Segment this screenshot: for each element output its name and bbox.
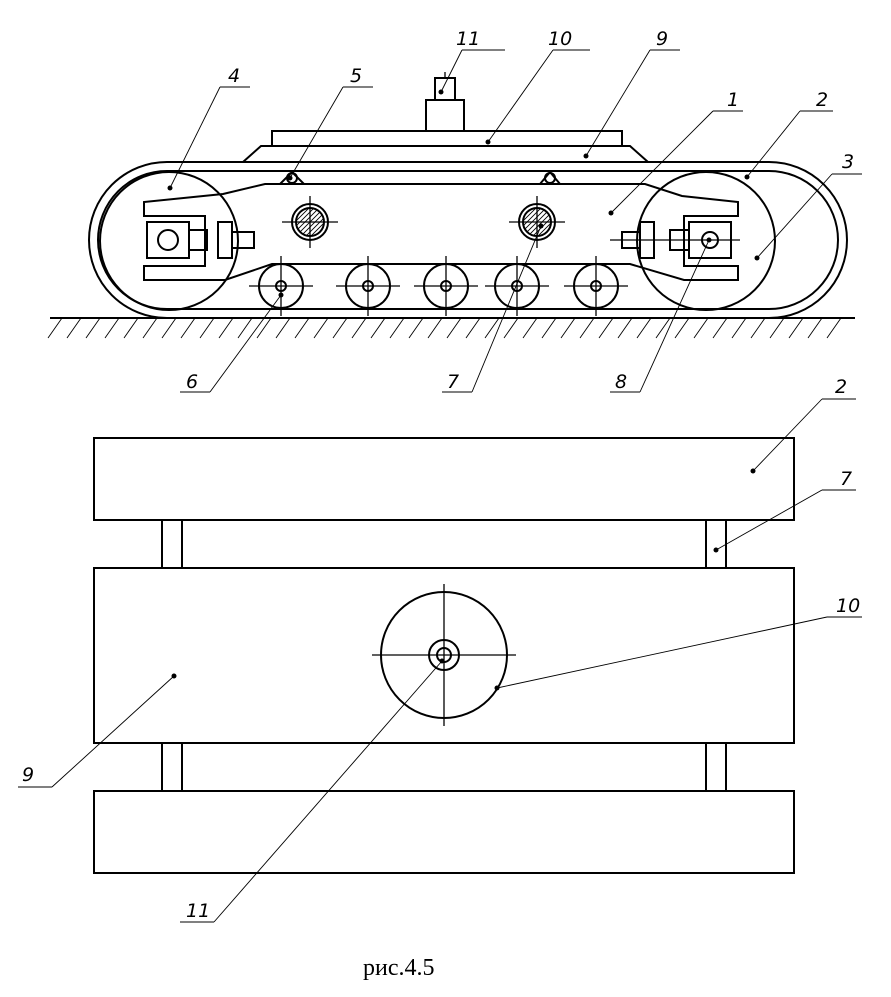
label-3: 3 bbox=[842, 151, 854, 173]
ground-hatch-line bbox=[66, 317, 82, 339]
figure-caption: рис.4.5 bbox=[363, 955, 435, 981]
ground-hatch-line bbox=[712, 317, 728, 339]
section-hatch-line bbox=[523, 208, 539, 236]
ground-hatch-line bbox=[826, 317, 842, 339]
plan-leaders bbox=[18, 398, 862, 923]
label-7-plan: 7 bbox=[840, 468, 852, 490]
ground-hatch-line bbox=[47, 317, 63, 339]
side-leaders bbox=[167, 49, 862, 393]
label-8: 8 bbox=[615, 371, 627, 393]
ground-hatch-line bbox=[674, 317, 690, 339]
label-5: 5 bbox=[350, 65, 362, 87]
label-10-side: 10 bbox=[548, 28, 572, 50]
axle-plan-3 bbox=[161, 742, 183, 792]
section-hatch-line bbox=[308, 208, 324, 236]
ground-hatch-line bbox=[408, 317, 424, 339]
ground-hatch-line bbox=[465, 317, 481, 339]
ground-hatch-line bbox=[218, 317, 234, 339]
ground-hatch-line bbox=[85, 317, 101, 339]
ground-surface bbox=[47, 317, 855, 339]
ground-hatch-line bbox=[579, 317, 595, 339]
track-top-plan bbox=[93, 437, 795, 521]
mast bbox=[425, 72, 465, 132]
side-view: 11 10 9 4 5 1 2 3 6 7 8 bbox=[47, 28, 862, 393]
label-4: 4 bbox=[228, 65, 240, 87]
axle-left bbox=[282, 196, 338, 248]
label-7-side: 7 bbox=[447, 371, 459, 393]
platform-plan bbox=[93, 567, 795, 744]
track-bottom-plan bbox=[93, 790, 795, 874]
ground-hatch-line bbox=[427, 317, 443, 339]
hinge-right bbox=[539, 170, 561, 185]
ground-hatch-line bbox=[617, 317, 633, 339]
road-wheels bbox=[249, 256, 628, 316]
ground-hatch-line bbox=[313, 317, 329, 339]
ground-hatch-line bbox=[446, 317, 462, 339]
ground-hatch-line bbox=[123, 317, 139, 339]
track-outer bbox=[88, 161, 848, 319]
axle-right bbox=[509, 196, 565, 248]
ground-hatch-line bbox=[598, 317, 614, 339]
ground-hatch-line bbox=[256, 317, 272, 339]
plan-view: 2 7 10 9 11 bbox=[18, 376, 862, 923]
ground-hatch-line bbox=[807, 317, 823, 339]
ground-hatch-line bbox=[161, 317, 177, 339]
drive-wheel bbox=[99, 171, 239, 311]
label-11-side: 11 bbox=[456, 28, 480, 50]
ground-hatch-line bbox=[351, 317, 367, 339]
label-2-plan: 2 bbox=[835, 376, 847, 398]
left-tensioner bbox=[146, 221, 255, 259]
ground-hatch-line bbox=[636, 317, 652, 339]
idler-wheel bbox=[636, 171, 776, 311]
ground-hatch-line bbox=[731, 317, 747, 339]
ground-hatch-line bbox=[788, 317, 804, 339]
ground-hatch-line bbox=[332, 317, 348, 339]
axle-plan-1 bbox=[161, 519, 183, 569]
ground-hatch-line bbox=[484, 317, 500, 339]
ground-hatch-line bbox=[199, 317, 215, 339]
ground-hatch-line bbox=[389, 317, 405, 339]
label-6: 6 bbox=[186, 371, 198, 393]
label-1: 1 bbox=[727, 89, 739, 111]
label-2-side: 2 bbox=[816, 89, 828, 111]
ground-hatch-line bbox=[237, 317, 253, 339]
ground-hatch-line bbox=[294, 317, 310, 339]
hinge-left bbox=[279, 170, 305, 185]
label-9-plan: 9 bbox=[22, 764, 34, 786]
ground-hatch-line bbox=[275, 317, 291, 339]
ground-hatch-line bbox=[522, 317, 538, 339]
ground-hatch-line bbox=[142, 317, 158, 339]
ground-hatch-line bbox=[655, 317, 671, 339]
turntable-plan bbox=[372, 584, 516, 726]
ground-hatch-line bbox=[503, 317, 519, 339]
section-hatch-line bbox=[296, 208, 312, 236]
section-hatch-line bbox=[535, 208, 551, 236]
ground-hatch-line bbox=[769, 317, 785, 339]
ground-hatch-line bbox=[750, 317, 766, 339]
label-11-plan: 11 bbox=[186, 900, 210, 922]
right-tensioner bbox=[610, 221, 740, 259]
ground-hatch-line bbox=[541, 317, 557, 339]
label-9-side: 9 bbox=[656, 28, 668, 50]
axle-plan-2 bbox=[705, 519, 727, 569]
track-inner bbox=[97, 170, 839, 310]
label-10-plan: 10 bbox=[836, 595, 860, 617]
track-frame bbox=[143, 183, 739, 281]
ground-hatch-line bbox=[180, 317, 196, 339]
ground-hatch-line bbox=[560, 317, 576, 339]
axle-plan-4 bbox=[705, 742, 727, 792]
ground-hatch-line bbox=[693, 317, 709, 339]
ground-hatch-line bbox=[370, 317, 386, 339]
ground-hatch-line bbox=[104, 317, 120, 339]
